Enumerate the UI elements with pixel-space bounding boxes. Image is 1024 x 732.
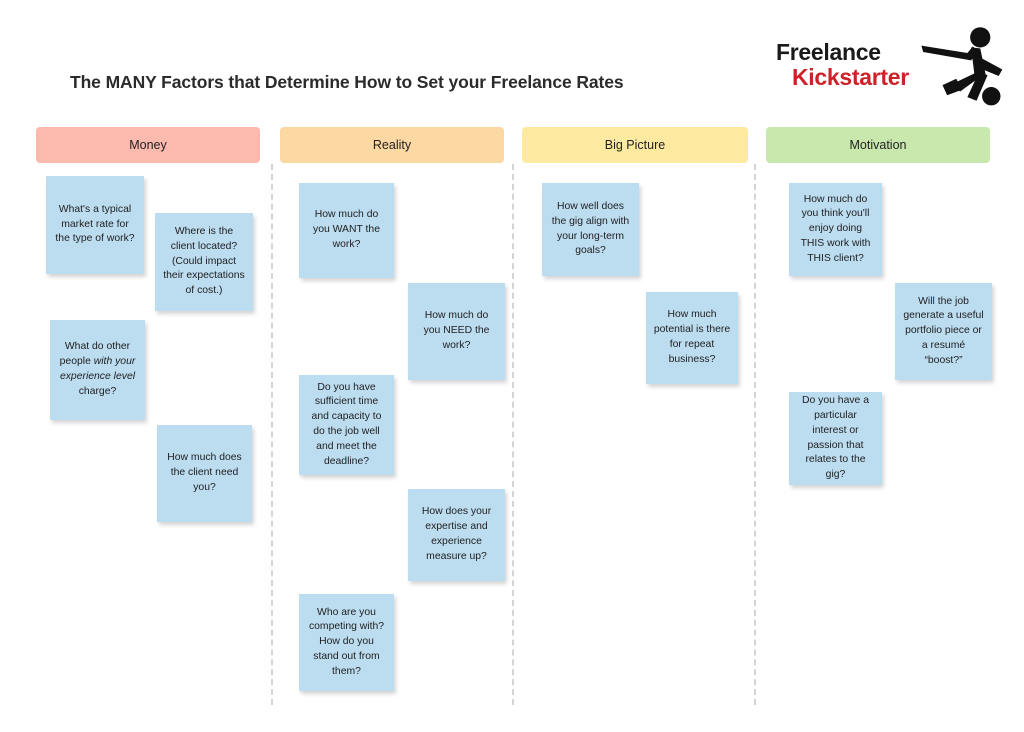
sticky-note[interactable]: How does your expertise and experience m… — [408, 489, 505, 581]
sticky-note[interactable]: How much potential is there for repeat b… — [646, 292, 738, 384]
sticky-note-text: Where is the client located? (Could impa… — [163, 226, 245, 297]
running-kicker-silhouette-icon — [921, 27, 1003, 106]
sticky-note[interactable]: Do you have a particular interest or pas… — [789, 392, 882, 485]
column-header-label: Big Picture — [604, 138, 666, 152]
sticky-note-text: How much do you think you'll enjoy doing… — [800, 193, 871, 264]
sticky-note-text: Will the job generate a useful portfolio… — [903, 295, 984, 366]
sticky-note[interactable]: How much do you WANT the work? — [299, 183, 394, 278]
sticky-note[interactable]: How well does the gig align with your lo… — [542, 183, 639, 276]
brand-line-freelance: Freelance — [776, 39, 881, 65]
sticky-note[interactable]: Will the job generate a useful portfolio… — [895, 283, 992, 380]
sticky-note[interactable]: How much do you NEED the work? — [408, 283, 505, 380]
sticky-note[interactable]: Do you have sufficient time and capacity… — [299, 375, 394, 475]
brand-line-kickstarter: Kickstarter — [792, 63, 909, 90]
sticky-note-text: What's a typical market rate for the typ… — [55, 203, 135, 245]
column-header-motivation[interactable]: Motivation — [766, 127, 990, 163]
sticky-note-text: How much potential is there for repeat b… — [653, 309, 731, 365]
column-header-label: Reality — [372, 138, 412, 152]
column-header-reality[interactable]: Reality — [280, 127, 504, 163]
sticky-note[interactable]: How much does the client need you? — [157, 425, 252, 522]
sticky-note[interactable]: What's a typical market rate for the typ… — [46, 176, 144, 274]
sticky-note-text: What do other people with your experienc… — [59, 341, 136, 397]
sticky-note[interactable]: How much do you think you'll enjoy doing… — [789, 183, 882, 276]
sticky-note[interactable]: What do other people with your experienc… — [50, 320, 145, 420]
sticky-note-text: Do you have a particular interest or pas… — [801, 395, 869, 481]
column-header-money[interactable]: Money — [36, 127, 260, 163]
sticky-note-text: How well does the gig align with your lo… — [551, 200, 630, 257]
column-divider-3 — [754, 164, 756, 705]
sticky-note-text: Do you have sufficient time and capacity… — [311, 381, 382, 467]
sticky-note-text: How much do you WANT the work? — [313, 209, 380, 250]
column-header-label: Motivation — [849, 138, 907, 152]
brand-wordmark: Freelance Kickstarter — [776, 40, 936, 90]
sticky-note[interactable]: Who are you competing with? How do you s… — [299, 594, 394, 691]
sticky-note-text: How much do you NEED the work? — [423, 310, 490, 351]
column-divider-1 — [271, 164, 273, 705]
sticky-note-text: Who are you competing with? How do you s… — [308, 606, 385, 677]
brand-logo: Freelance Kickstarter — [766, 18, 1006, 110]
column-header-label: Money — [129, 138, 167, 152]
column-header-big-picture[interactable]: Big Picture — [522, 127, 748, 163]
sticky-note-text: How does your expertise and experience m… — [421, 506, 492, 562]
sticky-note[interactable]: Where is the client located? (Could impa… — [155, 213, 253, 311]
sticky-note-text: How much does the client need you? — [167, 452, 242, 493]
page-title: The MANY Factors that Determine How to S… — [70, 71, 624, 92]
column-divider-2 — [512, 164, 514, 705]
